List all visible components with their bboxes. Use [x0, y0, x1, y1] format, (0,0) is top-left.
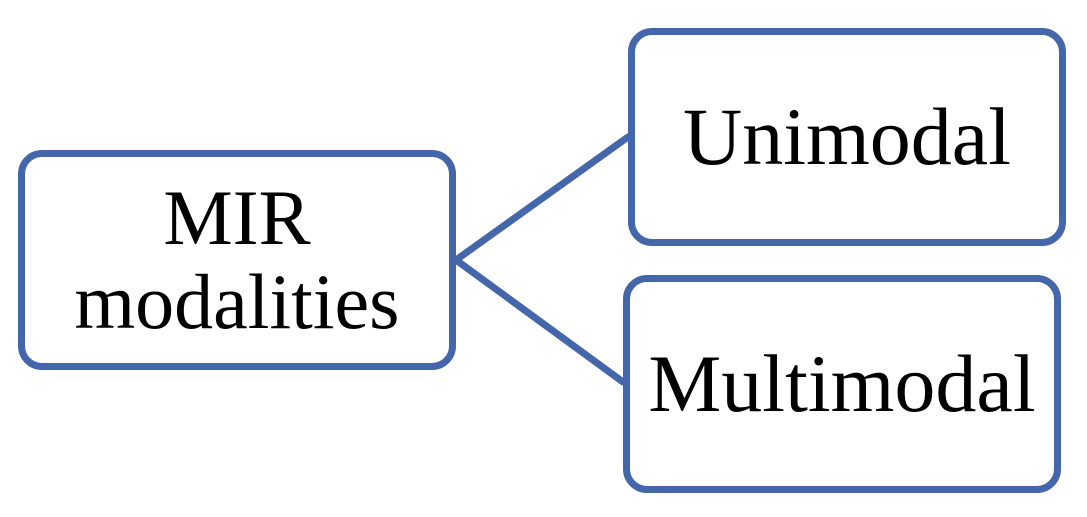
node-unimodal: Unimodal — [628, 28, 1066, 246]
node-unimodal-label: Unimodal — [683, 91, 1011, 182]
node-multimodal: Multimodal — [623, 275, 1061, 493]
connector-root-to-multimodal — [452, 256, 627, 386]
node-mir-modalities-label: MIR modalities — [74, 174, 400, 345]
node-mir-modalities: MIR modalities — [18, 150, 456, 370]
node-multimodal-label: Multimodal — [648, 338, 1036, 429]
connector-root-to-unimodal — [452, 133, 632, 264]
